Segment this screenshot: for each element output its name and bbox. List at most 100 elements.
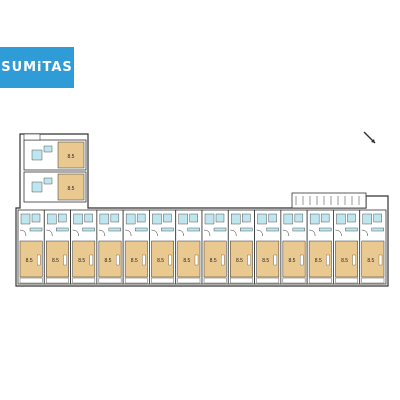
unit-kitchen bbox=[108, 227, 122, 232]
unit-toilet bbox=[242, 213, 251, 223]
unit-balcony bbox=[361, 277, 385, 284]
unit-kitchen bbox=[56, 227, 69, 232]
unit-balcony bbox=[72, 277, 96, 284]
unit-kitchen bbox=[134, 227, 148, 232]
unit-closet bbox=[326, 254, 330, 266]
unit-door bbox=[203, 229, 211, 237]
unit-closet bbox=[352, 254, 356, 266]
unit-balcony bbox=[230, 277, 253, 284]
unit-balcony bbox=[308, 277, 332, 284]
unit-door bbox=[335, 229, 342, 237]
unit-room-floor bbox=[151, 240, 174, 278]
unit-size-label: 8.5 bbox=[262, 258, 269, 264]
unit-kitchen bbox=[240, 227, 253, 232]
apartment-unit: 8.5 bbox=[201, 209, 229, 285]
unit-closet bbox=[115, 254, 120, 266]
unit-door bbox=[256, 229, 263, 237]
north-arrow-icon bbox=[363, 131, 376, 144]
unit-bath bbox=[257, 213, 267, 225]
unit-toilet bbox=[163, 213, 172, 223]
upper-wing: 8.5 8.5 bbox=[23, 133, 87, 203]
apartment-unit: 8.5 bbox=[17, 209, 45, 285]
unit-size-label: 8.5 bbox=[183, 258, 190, 264]
unit-bath bbox=[20, 213, 31, 225]
unit-room-floor bbox=[124, 240, 148, 278]
unit-size-label: 8.5 bbox=[210, 258, 217, 264]
unit-door bbox=[19, 229, 27, 237]
unit-toilet bbox=[84, 213, 93, 223]
unit-room-floor bbox=[361, 240, 385, 278]
wing-stair bbox=[23, 133, 41, 141]
unit-size-label: 8.5 bbox=[105, 258, 112, 264]
unit-balcony bbox=[203, 277, 227, 284]
unit-toilet bbox=[373, 213, 382, 223]
unit-room-floor bbox=[282, 240, 306, 278]
unit-bath bbox=[125, 213, 136, 225]
unit-balcony bbox=[19, 277, 43, 284]
unit-door bbox=[98, 229, 106, 237]
unit-room-floor bbox=[335, 240, 358, 278]
unit-bath bbox=[309, 213, 320, 225]
unit-door bbox=[125, 229, 132, 237]
unit-balcony bbox=[282, 277, 306, 284]
unit-toilet bbox=[215, 213, 225, 223]
unit-toilet bbox=[58, 213, 67, 223]
unit-room-floor bbox=[177, 240, 201, 278]
unit-closet bbox=[89, 254, 94, 266]
stair-structure bbox=[291, 192, 367, 209]
unit-size-label: 8.5 bbox=[289, 258, 296, 264]
wing-unit-size-label: 8.5 bbox=[68, 186, 75, 192]
apartment-unit: 8.5 bbox=[175, 209, 203, 285]
unit-door bbox=[177, 229, 184, 237]
apartment-unit: 8.5 bbox=[122, 209, 150, 285]
unit-bath bbox=[362, 213, 372, 225]
unit-kitchen bbox=[187, 227, 200, 232]
unit-closet bbox=[168, 254, 172, 266]
unit-balcony bbox=[151, 277, 174, 284]
unit-bath bbox=[47, 213, 57, 225]
unit-balcony bbox=[124, 277, 148, 284]
unit-size-label: 8.5 bbox=[236, 258, 243, 264]
unit-toilet bbox=[31, 213, 41, 223]
unit-room-floor bbox=[19, 240, 43, 278]
unit-door bbox=[46, 229, 53, 237]
apartment-unit: 8.5 bbox=[227, 209, 255, 285]
unit-closet bbox=[299, 254, 304, 266]
unit-size-label: 8.5 bbox=[341, 258, 348, 264]
unit-closet bbox=[247, 254, 251, 266]
unit-closet bbox=[37, 254, 41, 266]
unit-bath bbox=[152, 213, 162, 225]
brand-logo-text: SUMiTAS bbox=[1, 60, 73, 75]
unit-closet bbox=[142, 254, 146, 266]
wing-unit-size-label: 8.5 bbox=[68, 154, 75, 160]
apartment-unit: 8.5 bbox=[43, 209, 71, 285]
unit-kitchen bbox=[266, 227, 279, 232]
wing-room-floor bbox=[57, 141, 85, 169]
apartment-unit: 8.5 bbox=[280, 209, 308, 285]
wing-bathroom bbox=[31, 149, 43, 161]
wing-unit: 8.5 bbox=[23, 139, 87, 171]
unit-size-label: 8.5 bbox=[157, 258, 164, 264]
unit-room-floor bbox=[203, 240, 227, 278]
unit-room-floor bbox=[308, 240, 332, 278]
apartment-unit: 8.5 bbox=[70, 209, 98, 285]
building-outline bbox=[15, 133, 389, 287]
apartment-unit: 8.5 bbox=[96, 209, 124, 285]
unit-toilet bbox=[136, 213, 146, 223]
unit-toilet bbox=[320, 213, 330, 223]
unit-kitchen bbox=[161, 227, 174, 232]
unit-kitchen bbox=[345, 227, 358, 232]
unit-toilet bbox=[268, 213, 277, 223]
unit-balcony bbox=[256, 277, 280, 284]
apartment-unit: 8.5 bbox=[149, 209, 177, 285]
apartment-unit: 8.5 bbox=[333, 209, 361, 285]
unit-toilet bbox=[110, 213, 120, 223]
wing-unit: 8.5 bbox=[23, 171, 87, 203]
brand-logo: SUMiTAS bbox=[0, 47, 74, 88]
unit-balcony bbox=[46, 277, 69, 284]
unit-kitchen bbox=[213, 227, 227, 232]
unit-closet bbox=[273, 254, 278, 266]
unit-closet bbox=[63, 254, 67, 266]
